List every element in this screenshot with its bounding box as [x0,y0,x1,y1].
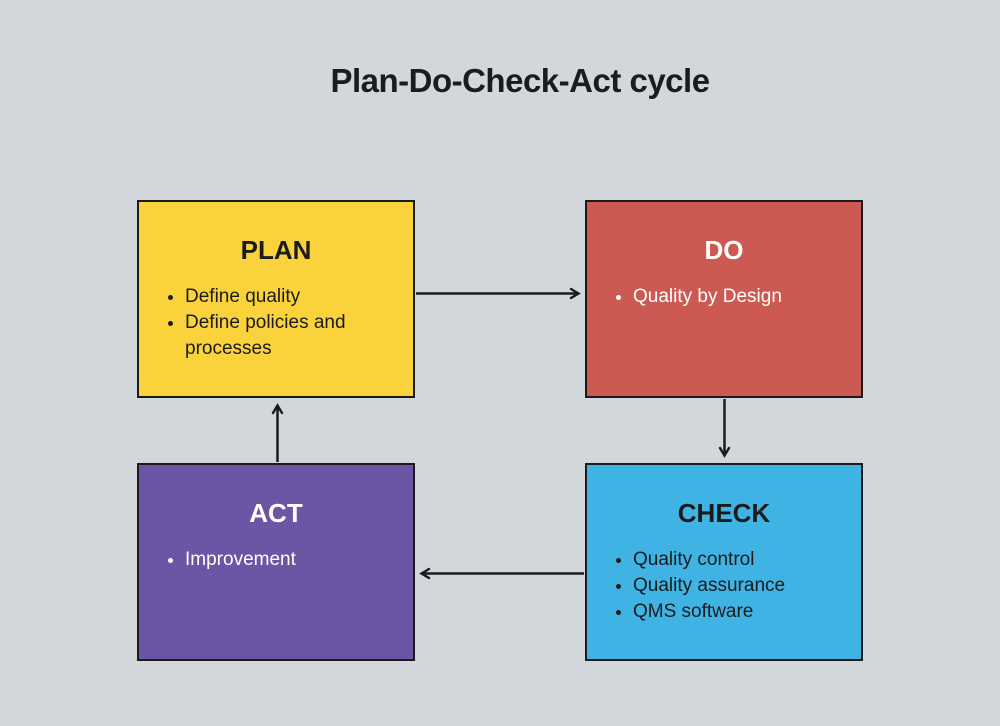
bullet-item: Quality assurance [633,573,861,599]
bullet-item: Quality by Design [633,284,861,310]
bullet-item: QMS software [633,599,861,625]
diagram-title: Plan-Do-Check-Act cycle [330,62,710,99]
act-bullet-list: Improvement [139,547,413,573]
bullet-item: Quality control [633,547,861,573]
bullet-item: Define policies and processes [185,310,375,362]
act-box-title: ACT [249,498,303,528]
plan-box: PLAN Define quality Define policies and … [137,200,415,398]
do-box: DO Quality by Design [585,200,863,398]
plan-box-title: PLAN [240,235,312,265]
check-box: CHECK Quality control Quality assurance … [585,463,863,661]
plan-bullet-list: Define quality Define policies and proce… [139,284,413,362]
check-box-title: CHECK [677,498,771,528]
bullet-item: Define quality [185,284,375,310]
do-box-title: DO [704,235,744,265]
check-bullet-list: Quality control Quality assurance QMS so… [587,547,861,625]
act-box: ACT Improvement [137,463,415,661]
bullet-item: Improvement [185,547,413,573]
do-bullet-list: Quality by Design [587,284,861,310]
